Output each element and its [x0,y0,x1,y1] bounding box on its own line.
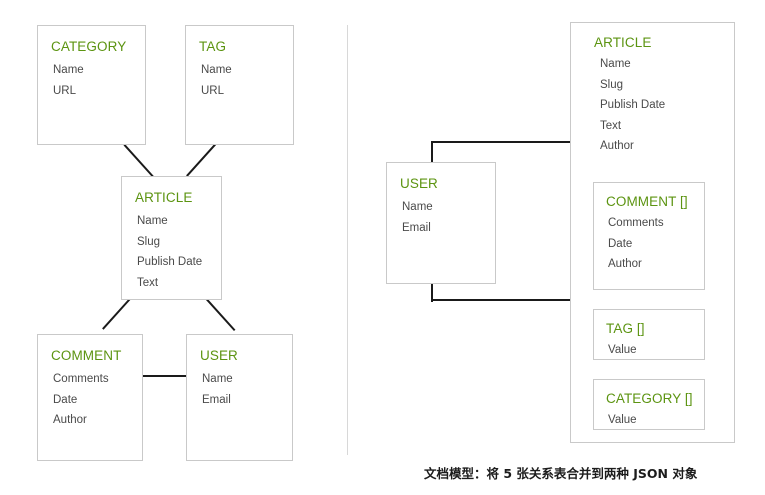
field: Text [600,119,622,132]
field: Name [201,64,232,76]
connector-user-article-top-stub [431,142,434,163]
entity-article[interactable]: ARTICLE Name Slug Publish Date Text [121,176,222,300]
entity-category-array[interactable]: CATEGORY [] Value [593,379,705,430]
entity-fields: Name Slug Publish Date Text Author [600,54,734,157]
entity-user[interactable]: USER Name Email [186,334,293,461]
field: Comments [53,373,109,385]
connector-user-article-bottom [431,299,571,302]
entity-tag-array[interactable]: TAG [] Value [593,309,705,360]
entity-user-document[interactable]: USER Name Email [386,162,496,284]
field: Comments [608,217,664,229]
field: Name [202,373,233,385]
connector-user-article-top [431,141,571,144]
entity-fields: Name Email [202,369,292,410]
field: Name [402,201,433,213]
field: Date [608,237,633,250]
entity-title: USER [400,176,438,191]
field: Publish Date [137,256,203,268]
field: Slug [137,235,161,248]
entity-fields: Name Email [402,197,495,238]
connector-category-article [123,144,155,179]
field: URL [201,84,225,97]
field: URL [53,84,77,97]
diagram-caption: 文档模型：将 5 张关系表合并到两种 JSON 对象 [424,466,698,481]
entity-fields: Value [608,410,704,431]
entity-fields: Name URL [201,60,293,101]
entity-title: COMMENT [51,348,122,363]
entity-fields: Comments Date Author [53,369,142,431]
field: Name [600,58,631,70]
field: Author [53,414,87,426]
connector-tag-article [185,142,217,177]
entity-tag[interactable]: TAG Name URL [185,25,294,145]
entity-comment-array[interactable]: COMMENT [] Comments Date Author [593,182,705,290]
field: Author [608,258,642,270]
field: Slug [600,78,624,91]
entity-title: TAG [199,39,227,54]
entity-title: CATEGORY [51,39,127,54]
entity-fields: Name Slug Publish Date Text [137,211,221,293]
entity-fields: Comments Date Author [608,213,704,275]
entity-title: CATEGORY [] [606,391,693,406]
entity-title: ARTICLE [594,35,652,50]
entity-fields: Name URL [53,60,145,101]
field: Value [608,414,637,426]
field: Publish Date [600,99,666,111]
field: Name [53,64,84,76]
entity-title: COMMENT [] [606,194,688,209]
field: Date [53,393,78,406]
connector-comment-user [143,375,187,378]
field: Name [137,215,168,227]
connector-user-article-bottom-stub [431,281,434,302]
field: Email [402,221,431,234]
entity-category[interactable]: CATEGORY Name URL [37,25,146,145]
entity-title: ARTICLE [135,190,193,205]
field: Email [202,393,231,406]
panel-divider [347,25,348,455]
field: Text [137,276,159,289]
entity-title: TAG [] [606,321,645,336]
connector-article-comment [101,295,133,330]
entity-title: USER [200,348,238,363]
entity-fields: Value [608,340,704,361]
field: Author [600,140,634,152]
entity-comment[interactable]: COMMENT Comments Date Author [37,334,143,461]
connector-article-user [204,297,236,332]
field: Value [608,344,637,356]
